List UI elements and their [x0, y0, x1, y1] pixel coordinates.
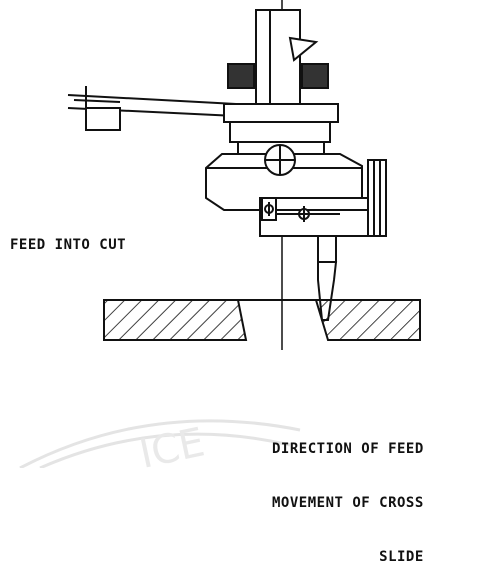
feed-into-cut-label: FEED INTO CUT — [10, 237, 127, 253]
body-collar — [223, 103, 339, 123]
workpiece-left — [103, 299, 248, 341]
tool-holder-assembly — [67, 0, 421, 350]
tool-shank — [317, 235, 337, 263]
arm-clamp — [85, 107, 121, 131]
arm-top — [67, 94, 237, 105]
cross-slide — [259, 197, 381, 237]
direction-line-3: SLIDE — [379, 549, 424, 565]
workpiece — [103, 299, 421, 341]
boring-tool-diagram: ICE — [19, 0, 421, 468]
direction-line-1: DIRECTION OF FEED — [272, 441, 424, 457]
workpiece-right — [314, 299, 421, 341]
direction-of-feed-label: DIRECTION OF FEED MOVEMENT OF CROSS SLID… — [272, 404, 424, 584]
watermark — [19, 419, 301, 468]
left-hatched-block — [227, 63, 255, 89]
slide-end-block — [367, 159, 387, 237]
direction-line-2: MOVEMENT OF CROSS — [272, 495, 424, 511]
right-hatched-block — [301, 63, 329, 89]
body-ring — [229, 121, 331, 143]
top-wedge — [288, 36, 319, 62]
